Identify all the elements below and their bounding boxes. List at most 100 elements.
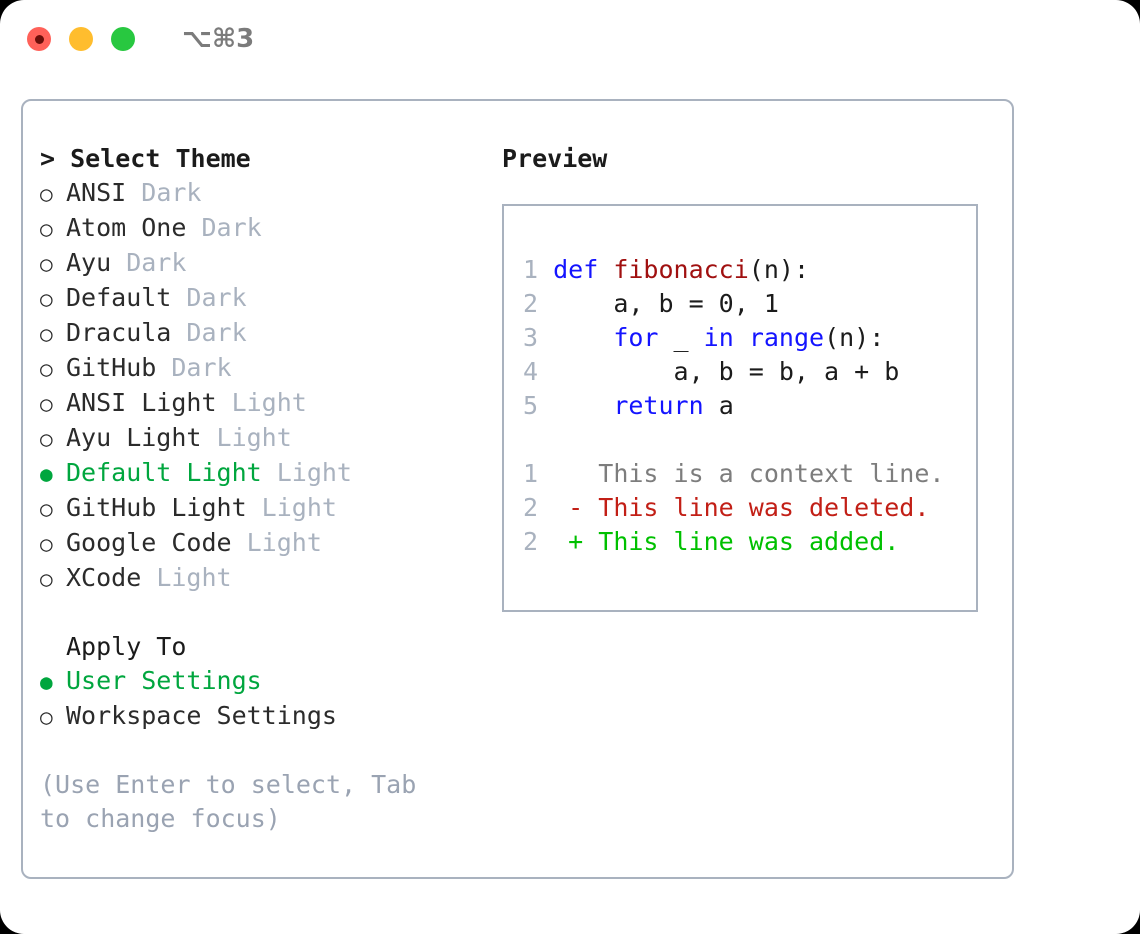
theme-option-label: ANSI Light — [66, 388, 217, 417]
radio-selected-icon: ● — [40, 670, 53, 694]
line-number: 1 — [523, 459, 554, 488]
theme-mode-tag: Light — [201, 423, 292, 452]
theme-option-10[interactable]: ○ Google Code Light — [40, 526, 500, 561]
code-token: in — [703, 323, 734, 352]
theme-option-2[interactable]: ○ Ayu Dark — [40, 246, 500, 281]
code-token — [734, 323, 749, 352]
code-token: range — [748, 323, 825, 352]
theme-option-4[interactable]: ○Dracula Dark — [40, 316, 500, 351]
apply-to-heading: Apply To — [66, 632, 187, 661]
theme-mode-tag: Light — [141, 563, 232, 592]
theme-option-6[interactable]: ○ANSI Light Light — [40, 386, 500, 421]
theme-option-8[interactable]: ●Default Light Light — [40, 456, 500, 491]
theme-mode-tag: Dark — [156, 353, 232, 382]
theme-mode-tag: Dark — [126, 178, 202, 207]
theme-option-label: Ayu — [66, 248, 112, 277]
radio-unselected-icon: ○ — [40, 252, 53, 276]
line-number: 2 — [523, 527, 554, 556]
line-number: 3 — [523, 323, 554, 352]
code-blank-line — [523, 423, 944, 457]
radio-unselected-icon: ○ — [40, 497, 53, 521]
radio-unselected-icon: ○ — [40, 567, 53, 591]
theme-option-label: Default — [66, 283, 172, 312]
select-theme-heading: > Select Theme — [40, 144, 251, 173]
theme-mode-tag: Dark — [171, 283, 247, 312]
apply-to-option-1[interactable]: ○ Workspace Settings — [40, 699, 500, 734]
theme-mode-tag: Dark — [186, 213, 262, 242]
diff-marker: - — [553, 493, 584, 522]
theme-option-1[interactable]: ○Atom One Dark — [40, 211, 500, 246]
code-token: def — [553, 255, 614, 284]
code-token: for — [613, 323, 659, 352]
theme-option-label: Dracula — [66, 318, 172, 347]
title-bar: ⌥⌘3 — [0, 0, 1140, 78]
radio-unselected-icon: ○ — [40, 705, 53, 729]
theme-option-label: Ayu Light — [66, 423, 202, 452]
code-token — [553, 391, 613, 420]
maximize-icon[interactable] — [111, 27, 135, 51]
diff-line: 1 This is a context line. — [523, 457, 944, 491]
diff-text: This line was deleted. — [583, 493, 930, 522]
diff-line: 2 + This line was added. — [523, 525, 944, 559]
theme-option-7[interactable]: ○ Ayu Light Light — [40, 421, 500, 456]
theme-option-label: GitHub — [66, 353, 157, 382]
diff-text: This is a context line. — [583, 459, 945, 488]
keyboard-shortcut-label: ⌥⌘3 — [182, 24, 255, 54]
line-number: 2 — [523, 493, 554, 522]
theme-option-label: Default Light — [66, 458, 262, 487]
code-token: fibonacci — [613, 255, 749, 284]
radio-unselected-icon: ○ — [40, 287, 53, 311]
line-number: 4 — [523, 357, 554, 386]
code-token: a — [703, 391, 734, 420]
content-card: > Select Theme ○ANSI Dark○Atom One Dark○… — [21, 99, 1014, 879]
code-token: (n): — [824, 323, 885, 352]
theme-mode-tag: Light — [246, 493, 337, 522]
apply-to-option-label: Workspace Settings — [66, 701, 337, 730]
theme-option-3[interactable]: ○ Default Dark — [40, 281, 500, 316]
theme-option-list[interactable]: ○ANSI Dark○Atom One Dark○Ayu Dark○Defaul… — [40, 176, 500, 596]
radio-unselected-icon: ○ — [40, 322, 53, 346]
spacer — [40, 596, 500, 630]
diff-text: This line was added. — [583, 527, 900, 556]
radio-unselected-icon: ○ — [40, 217, 53, 241]
theme-mode-tag: Light — [216, 388, 307, 417]
apply-to-option-0[interactable]: ● User Settings — [40, 664, 500, 699]
minimize-icon[interactable] — [69, 27, 93, 51]
window-controls — [27, 27, 135, 51]
line-number: 5 — [523, 391, 554, 420]
code-token: a, b = 0, 1 — [553, 289, 779, 318]
radio-unselected-icon: ○ — [40, 532, 53, 556]
theme-option-label: Google Code — [66, 528, 232, 557]
apply-to-option-list[interactable]: ● User Settings ○ Workspace Settings — [40, 664, 500, 734]
code-line: 3 for _ in range(n): — [523, 321, 944, 355]
code-token: (n): — [748, 255, 810, 284]
theme-option-0[interactable]: ○ANSI Dark — [40, 176, 500, 211]
line-number: 1 — [523, 255, 554, 284]
diff-marker — [553, 459, 583, 488]
code-line: 5 return a — [523, 389, 944, 423]
close-record-icon[interactable] — [27, 27, 51, 51]
theme-mode-tag: Light — [261, 458, 352, 487]
code-line: 1 def fibonacci(n): — [523, 253, 944, 287]
theme-mode-tag: Dark — [111, 248, 187, 277]
theme-option-label: ANSI — [66, 178, 127, 207]
diff-marker: + — [553, 527, 584, 556]
line-number: 2 — [523, 289, 554, 318]
code-token: return — [613, 391, 704, 420]
theme-option-11[interactable]: ○ XCode Light — [40, 561, 500, 596]
theme-mode-tag: Light — [231, 528, 322, 557]
apply-to-option-label: User Settings — [66, 666, 262, 695]
radio-unselected-icon: ○ — [40, 357, 53, 381]
radio-unselected-icon: ○ — [40, 427, 53, 451]
code-token: _ — [658, 323, 704, 352]
preview-heading: Preview — [502, 144, 608, 173]
theme-option-5[interactable]: ○ GitHub Dark — [40, 351, 500, 386]
theme-selector-panel: > Select Theme ○ANSI Dark○Atom One Dark○… — [40, 142, 500, 836]
code-token — [553, 323, 613, 352]
theme-option-label: XCode — [66, 563, 142, 592]
theme-option-9[interactable]: ○GitHub Light Light — [40, 491, 500, 526]
code-line: 4 a, b = b, a + b — [523, 355, 944, 389]
